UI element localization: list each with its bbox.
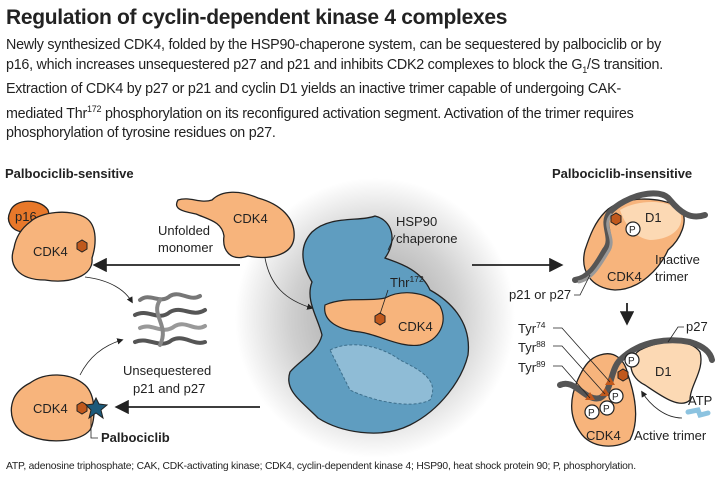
summary-line: Newly synthesized CDK4, folded by the HS…: [6, 37, 662, 53]
chaperone-label: chaperone: [396, 231, 457, 246]
thr172-label: Thr172: [390, 274, 424, 290]
p27-label: p27: [686, 319, 708, 334]
palbociclib-star-icon: [84, 396, 109, 420]
active-trimer-label: Active trimer: [634, 428, 707, 443]
unsequestered-label: Unsequestered: [123, 363, 211, 378]
arrow-curved: [79, 338, 124, 376]
arrow-curved: [264, 257, 314, 310]
p21-p27-strand: [572, 190, 708, 283]
hexagon-icon: [76, 401, 88, 415]
hexagon-icon: [617, 368, 629, 382]
summary-line: Extraction of CDK4 by p27 or p21 and cyc…: [6, 81, 621, 98]
cdk4-blob: [175, 191, 295, 259]
summary-line: p16, which increases unsequestered p27 a…: [6, 56, 663, 80]
figure-summary: Newly synthesized CDK4, folded by the HS…: [6, 36, 663, 144]
unfolded-label: Unfolded: [158, 223, 210, 238]
atp-label: ATP: [688, 393, 712, 408]
phosphate-label: P: [629, 225, 636, 236]
cdk4-blob: [11, 211, 96, 282]
phosphate-icons: [584, 352, 640, 420]
phosphate-label: P: [628, 356, 635, 367]
phosphate-label: P: [603, 404, 610, 415]
trimer-label: trimer: [655, 269, 689, 284]
figure-title: Regulation of cyclin-dependent kinase 4 …: [6, 6, 508, 29]
d1-label: D1: [655, 364, 672, 379]
cdk4-label: CDK4: [607, 269, 642, 284]
hsp90-chaperone: CDK4: [288, 215, 470, 434]
phosphate-label: P: [588, 408, 595, 419]
text: /S transition.: [586, 56, 663, 73]
p16-cdk4-complex: p16 CDK4: [7, 200, 96, 282]
unsequestered-p21-p27-strands: [133, 292, 207, 347]
d1-label: D1: [645, 210, 662, 225]
palbociclib-label: Palbociclib: [101, 430, 170, 445]
hexagon-icon: [374, 312, 386, 326]
tyr74-marker: [605, 377, 615, 385]
cdk4-label: CDK4: [33, 401, 68, 416]
cdk4-label: CDK4: [33, 244, 68, 259]
cdk4-label: CDK4: [233, 211, 268, 226]
unfolded-monomer: CDK4 Unfolded monomer: [158, 191, 295, 259]
text: p16, which increases unsequestered p27 a…: [6, 56, 583, 73]
inactive-trimer: D1 P CDK4: [572, 190, 708, 291]
summary-line: phosphorylation of tyrosine residues on …: [6, 125, 276, 141]
summary-line: mediated Thr172 phosphorylation on its r…: [6, 100, 663, 124]
cdk4-blob: [10, 374, 95, 442]
atp-icon: [685, 407, 711, 418]
superscript: 172: [86, 103, 102, 114]
phosphate-icon: [625, 221, 641, 237]
p21-p27-label: p21 and p27: [133, 381, 205, 396]
arrow-curved: [84, 276, 133, 304]
cdk4-palbociclib-complex: CDK4 Palbociclib: [10, 374, 170, 445]
text: mediated Thr: [6, 105, 87, 122]
cdk4-label: CDK4: [586, 428, 621, 443]
footnote: ATP, adenosine triphosphate; CAK, CDK-ac…: [6, 461, 636, 472]
right-header: Palbociclib-insensitive: [552, 166, 692, 181]
cdk4-label: CDK4: [398, 319, 433, 334]
tyr88-marker: [600, 388, 610, 396]
atp-arrow: [641, 390, 683, 419]
inactive-label: Inactive: [655, 252, 700, 267]
left-header: Palbociclib-sensitive: [5, 166, 134, 181]
text: phosphorylation on its reconfigured acti…: [101, 105, 634, 122]
phosphate-label: P: [612, 392, 619, 403]
tyr88-label: Tyr88: [518, 339, 546, 355]
hsp90-leader: [387, 234, 396, 251]
monomer-label: monomer: [158, 240, 214, 255]
tyr-leaders: [553, 327, 611, 399]
hsp90-label: HSP90: [396, 214, 437, 229]
tyr89-marker: [585, 392, 595, 400]
hexagon-icon: [610, 212, 622, 226]
tyr89-label: Tyr89: [518, 359, 546, 375]
palbociclib-connector: [90, 416, 98, 439]
p21-or-p27-label: p21 or p27: [509, 287, 571, 302]
p21-p27-leader: [574, 274, 591, 296]
subscript: 1: [582, 64, 587, 75]
p27-leader: [667, 326, 684, 343]
hexagon-icon: [76, 239, 88, 253]
tyr74-label: Tyr74: [518, 320, 546, 336]
